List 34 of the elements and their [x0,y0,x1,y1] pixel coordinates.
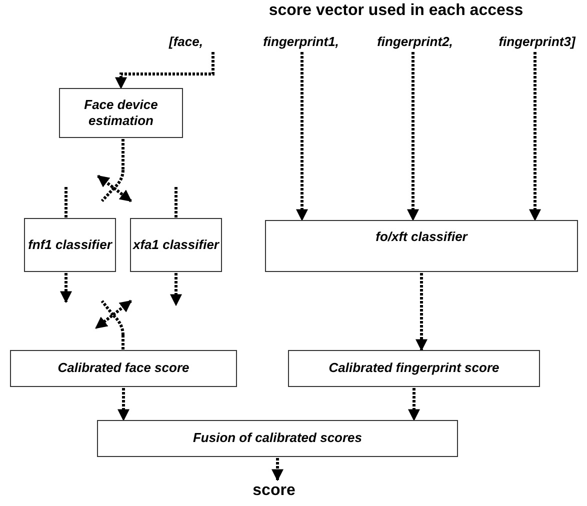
process-box [265,220,578,272]
process-box [59,88,183,138]
dotted-arrow [272,458,284,482]
dotted-line [64,187,68,218]
process-box [288,350,540,387]
box-label: Calibrated face score [58,360,190,377]
dotted-arrow [296,52,308,222]
dotted-arrow [170,273,182,306]
dotted-arrow [416,273,428,352]
diagram-title: score vector used in each access [268,2,524,20]
process-box [24,218,116,272]
dotted-arrow [115,52,214,90]
process-box [130,218,222,272]
box-label: xfa1 classifier [132,236,219,254]
dotted-arrow [118,388,130,422]
dotted-arrow [529,52,541,222]
process-box [10,350,237,387]
box-label: Calibrated fingerprint score [328,360,500,377]
box-label: Fusion of calibrated scores [192,430,362,447]
dotted-line [122,139,124,170]
input-label: fingerprint3] [492,33,582,51]
input-label: [face, [158,33,214,51]
dotted-arrow [408,388,420,422]
input-label: fingerprint1, [256,33,346,51]
dotted-line [122,335,124,350]
box-label: Face device estimation [83,96,159,130]
process-box [97,420,458,457]
box-label: fnf1 classifier [28,236,112,254]
box-label: fo/xft classifier [376,229,468,246]
dotted-arrow [60,273,72,304]
dotted-line [174,187,178,218]
input-label: fingerprint2, [370,33,460,51]
output-label: score [244,480,304,502]
dotted-arrow [407,52,419,222]
